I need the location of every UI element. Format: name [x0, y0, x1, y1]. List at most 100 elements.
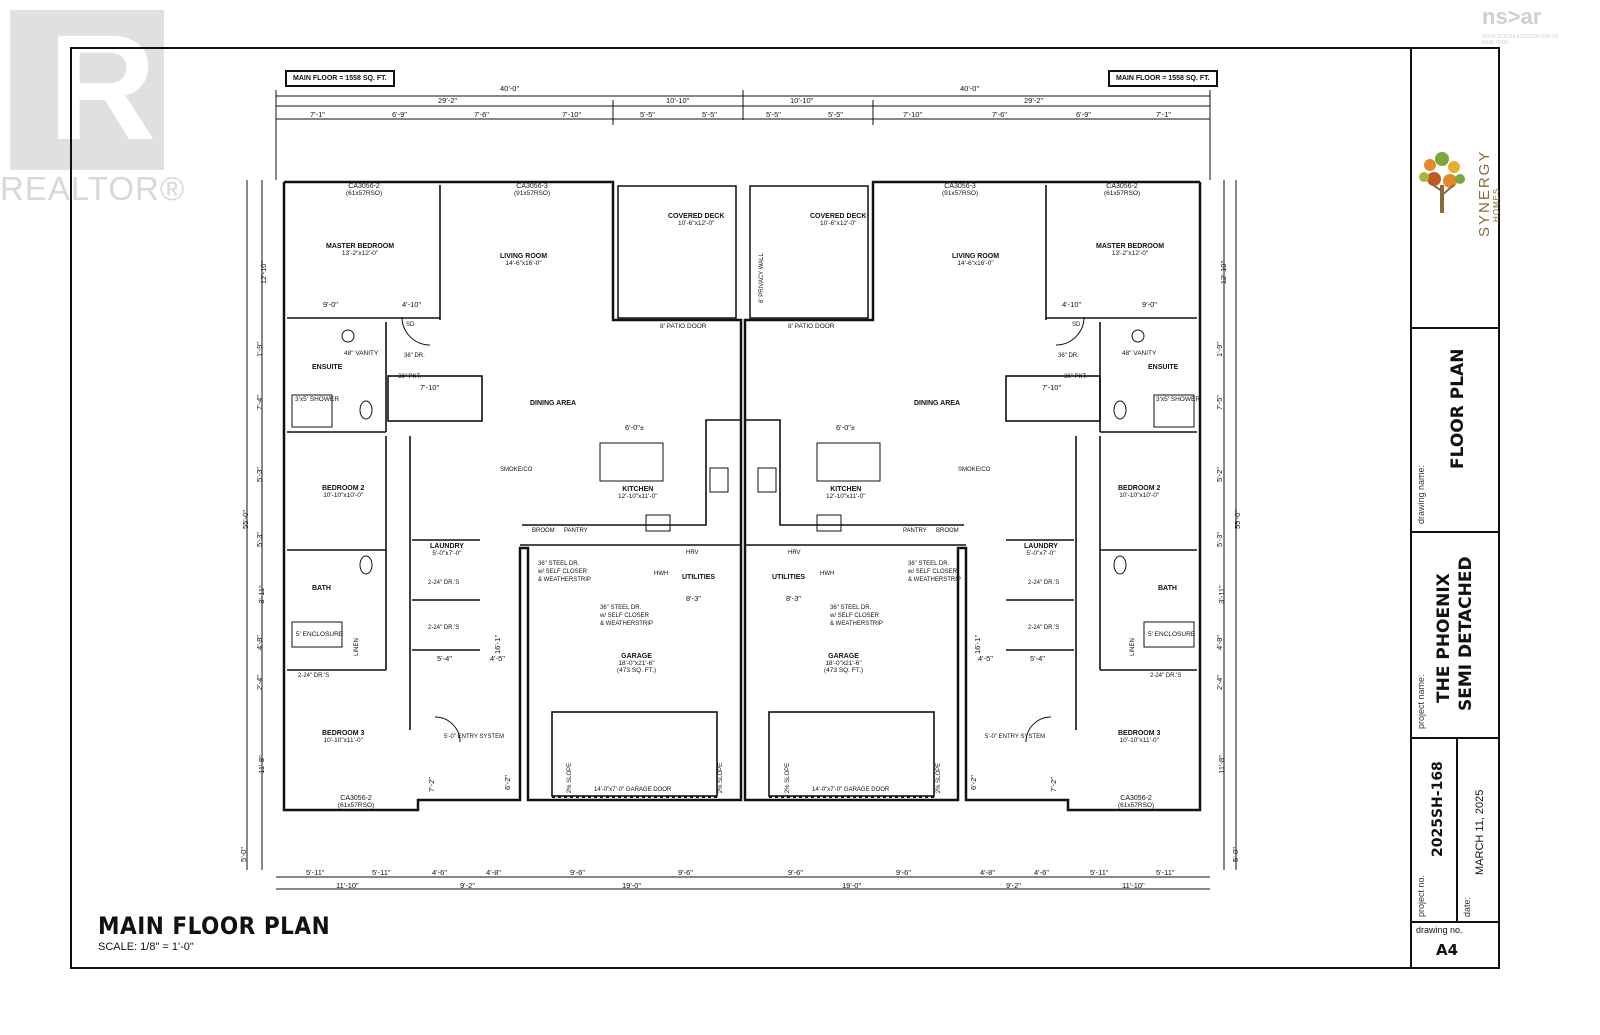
room-utilities-right: UTILITIES [772, 574, 806, 581]
dim-bottom-total: 19'-0" [622, 881, 642, 890]
drawing-name-cell: drawing name: FLOOR PLAN [1412, 329, 1500, 533]
entry-note: 5'-0" ENTRY SYSTEM [444, 734, 505, 740]
garage-side-dim: 16'-1" [973, 634, 983, 655]
window-tag: CA3056-2(61x57RSO) [1104, 183, 1141, 197]
slope-note: 2% SLOPE [718, 762, 725, 794]
dim-bottom-seg: 9'-6" [570, 868, 585, 877]
dim-top-seg: 6'-9" [392, 110, 407, 119]
dim-side-left: 4'-8" [254, 635, 264, 650]
hall-dim: 4'-5" [978, 654, 993, 663]
project-no-divider [1456, 739, 1458, 923]
door-note: 36" DR. [1058, 353, 1079, 359]
ensuite-closet-dim: 7'-10" [1042, 383, 1062, 392]
hrv-label: HRV [788, 550, 801, 556]
dim-side-right: 1'-9" [1214, 342, 1224, 357]
room-ensuite-right: ENSUITE [1148, 364, 1179, 371]
dim-top-seg: 7'-6" [992, 110, 1007, 119]
pantry-label: PANTRY [903, 528, 927, 534]
dim-bottom-seg: 5'-11" [372, 868, 391, 877]
dim-bottom-total: 11'-10" [1122, 881, 1145, 890]
dim-bottom-seg: 9'-6" [896, 868, 911, 877]
dim-side-left: 5'-3" [254, 532, 264, 547]
dim-bottom-seg: 4'-6" [432, 868, 447, 877]
broom-label: BROOM [936, 528, 959, 534]
hwh-label: HWH [820, 571, 835, 577]
bedroom-dim: 4'-10" [1062, 300, 1082, 309]
drawing-name-label: drawing name: [1416, 464, 1426, 524]
nsar-logo: ns>ar [1482, 4, 1542, 29]
bedroom-dim: 9'-0" [323, 300, 338, 309]
realtor-r-glyph: R [48, 3, 157, 171]
hall-dim: 5'-4" [437, 654, 452, 663]
garage-side-dim: 16'-1" [493, 634, 503, 655]
shower-note: 3'x5' SHOWER [1156, 396, 1201, 403]
room-dining-right: DINING AREA [914, 400, 961, 407]
dim-overall-right: 40'-0" [960, 84, 980, 93]
logo-name: SYNERGY [1476, 149, 1493, 237]
logo-sub: HOMES [1492, 187, 1501, 222]
dim-top-seg: 5'-5" [828, 110, 843, 119]
dim-side-left: 5'-0" [238, 847, 248, 862]
closet-note: 2-24" DR.'S [1028, 625, 1060, 631]
slope-note: 2% SLOPE [567, 762, 574, 794]
plan-title: MAIN FLOOR PLAN [98, 912, 331, 940]
dim-side-overall-right: 55'-0" [1233, 509, 1243, 530]
entry-side-dim: 7'-2" [426, 777, 436, 792]
interior-walls [287, 185, 1197, 797]
plan-scale: SCALE: 1/8" = 1'-0" [98, 941, 194, 953]
entry-side-dim: 6'-2" [502, 775, 512, 790]
room-ensuite-left: ENSUITE [312, 364, 343, 371]
dim-bottom-total: 19'-0" [842, 881, 862, 890]
slope-note: 2% SLOPE [785, 762, 792, 794]
hall-dim: 4'-5" [490, 654, 505, 663]
project-name-cell: project name: THE PHOENIX SEMI DETACHED [1412, 533, 1500, 739]
project-name-line1: THE PHOENIX [1434, 573, 1454, 703]
bedroom-dim: 9'-0" [1142, 300, 1157, 309]
dim-side-overall-left: 55'-0" [241, 509, 251, 530]
slope-note: 2% SLOPE [936, 762, 943, 794]
drawing-sheet [70, 47, 1500, 969]
entry-side-dim: 6'-2" [968, 775, 978, 790]
window-tag: CA3056-2(61x57RSO) [338, 795, 375, 809]
nsar-subtitle: NOVA SCOTIA ASSOCIATION OF REALTORS [1482, 34, 1559, 46]
synergy-tree-logo [1419, 152, 1465, 213]
dim-bottom-seg: 4'-8" [980, 868, 995, 877]
exterior-walls [282, 180, 1202, 812]
garage-door-note: 14'-0"x7'-0" GARAGE DOOR [594, 787, 672, 793]
dim-bottom-seg: 4'-6" [1034, 868, 1049, 877]
room-dining-left: DINING AREA [530, 400, 577, 407]
project-name-line2: SEMI DETACHED [1456, 556, 1476, 711]
dim-bottom-total: 9'-2" [1006, 881, 1021, 890]
date-value: MARCH 11, 2025 [1474, 789, 1486, 875]
closet-note: 2-24" DR.'S [1028, 580, 1060, 586]
title-block: SYNERGY HOMES drawing name: FLOOR PLAN p… [1410, 47, 1501, 969]
dim-side-right: 3'-11" [1216, 585, 1226, 604]
project-no-label: project no. [1416, 874, 1426, 917]
steel-door-note-left-2: 36" STEEL DR.w/ SELF CLOSER& WEATHERSTRI… [600, 605, 653, 627]
patio-door-note: 8' PATIO DOOR [660, 323, 707, 330]
dim-side-left: 12'-10" [259, 260, 269, 285]
window-tag: CA3056-2(61x57RSO) [1118, 795, 1155, 809]
island-note: 6'-0"± [836, 423, 856, 432]
dim-top-seg: 7'-1" [310, 110, 325, 119]
dim-a-right: 29'-2" [1024, 96, 1044, 105]
window-tag: CA3056-2(61x57RSO) [346, 183, 383, 197]
steel-door-note-left: 36" STEEL DR.w/ SELF CLOSER& WEATHERSTRI… [538, 561, 591, 583]
enclosure-note: 5' ENCLOSURE [296, 631, 344, 638]
drawing-no-cell: drawing no. A4 [1412, 923, 1500, 967]
closet-note: 2-24" DR.'S [428, 580, 460, 586]
steel-door-note-right-2: 36" STEEL DR.w/ SELF CLOSER& WEATHERSTRI… [830, 605, 883, 627]
door-note: 36" DR. [404, 353, 425, 359]
dim-side-right: 2'-4" [1214, 675, 1224, 690]
utilities-dim: 8'-3" [786, 594, 801, 603]
project-name-label: project name: [1416, 674, 1426, 729]
